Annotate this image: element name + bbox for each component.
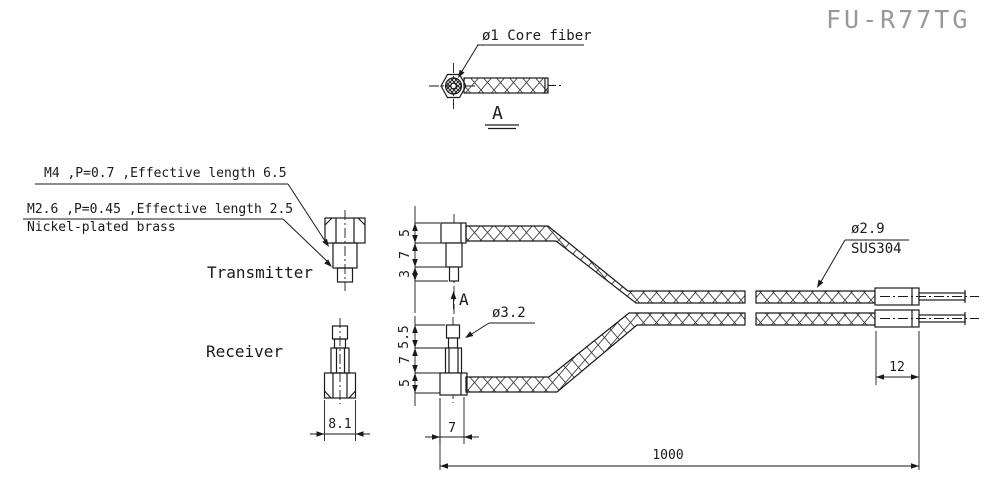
dim-receiver-7: 7 <box>397 356 413 364</box>
fitting-tip <box>448 266 460 282</box>
detail-view-label: A <box>492 103 503 124</box>
dim-8-1 <box>310 400 370 441</box>
transmitter-side-view <box>440 214 467 314</box>
tip-diameter-leader <box>466 322 535 338</box>
core-fiber-callout: ø1 Core fiber <box>482 28 592 44</box>
fitting-tip <box>445 324 461 339</box>
braided-cable-detail <box>463 77 549 94</box>
core-fiber-leader <box>458 44 479 77</box>
tip-diameter-label: ø3.2 <box>492 305 526 321</box>
m4-thread-spec-label: M4 ,P=0.7 ,Effective length 6.5 <box>44 166 287 181</box>
dim-sleeve-12: 12 <box>889 359 905 375</box>
page-title: FU-R77TG <box>826 5 971 34</box>
dim-receiver-5: 5 <box>397 379 413 387</box>
m26-thread-spec-label: M2.6 ,P=0.45 ,Effective length 2.5 <box>27 202 294 217</box>
hex-block <box>440 222 467 244</box>
tip-groove <box>447 337 459 349</box>
dim-12 <box>875 331 920 470</box>
dim-hex-width-7: 7 <box>448 420 456 436</box>
dim-transmitter-3: 3 <box>397 270 413 278</box>
thread-spec-leaders <box>23 183 335 270</box>
receiver-front-view <box>310 318 370 441</box>
cable-spec-leader <box>813 239 909 290</box>
receiver-label: Receiver <box>206 342 284 361</box>
braided-cable-upper <box>465 225 979 306</box>
dim-receiver-5-5: 5.5 <box>396 325 412 349</box>
transmitter-front-view <box>324 210 366 291</box>
cable-diameter-label: ø2.9 <box>851 221 885 237</box>
core-fiber-circle <box>450 82 457 90</box>
dim-transmitter-7: 7 <box>397 251 413 259</box>
hex-nut <box>323 372 357 399</box>
material-label: Nickel-plated brass <box>27 220 176 235</box>
braided-cable-lower <box>465 309 979 393</box>
threaded-body <box>445 242 463 268</box>
receiver-side-view <box>439 317 535 403</box>
dim-hex-width-8-1: 8.1 <box>328 416 352 432</box>
dim-transmitter-stack <box>411 206 448 313</box>
dim-overall-1000: 1000 <box>652 447 684 463</box>
threaded-body <box>444 347 463 374</box>
cable-material-label: SUS304 <box>851 241 902 257</box>
fitting-tip <box>336 267 354 283</box>
detail-a-view <box>429 44 584 130</box>
transmitter-label: Transmitter <box>207 263 313 282</box>
dim-1000 <box>439 399 920 470</box>
dim-receiver-stack <box>411 316 445 406</box>
view-a-arrow-label: A <box>459 290 469 309</box>
dim-transmitter-5: 5 <box>397 229 413 237</box>
hex-block <box>439 372 468 396</box>
view-a-double-underline <box>485 124 519 130</box>
